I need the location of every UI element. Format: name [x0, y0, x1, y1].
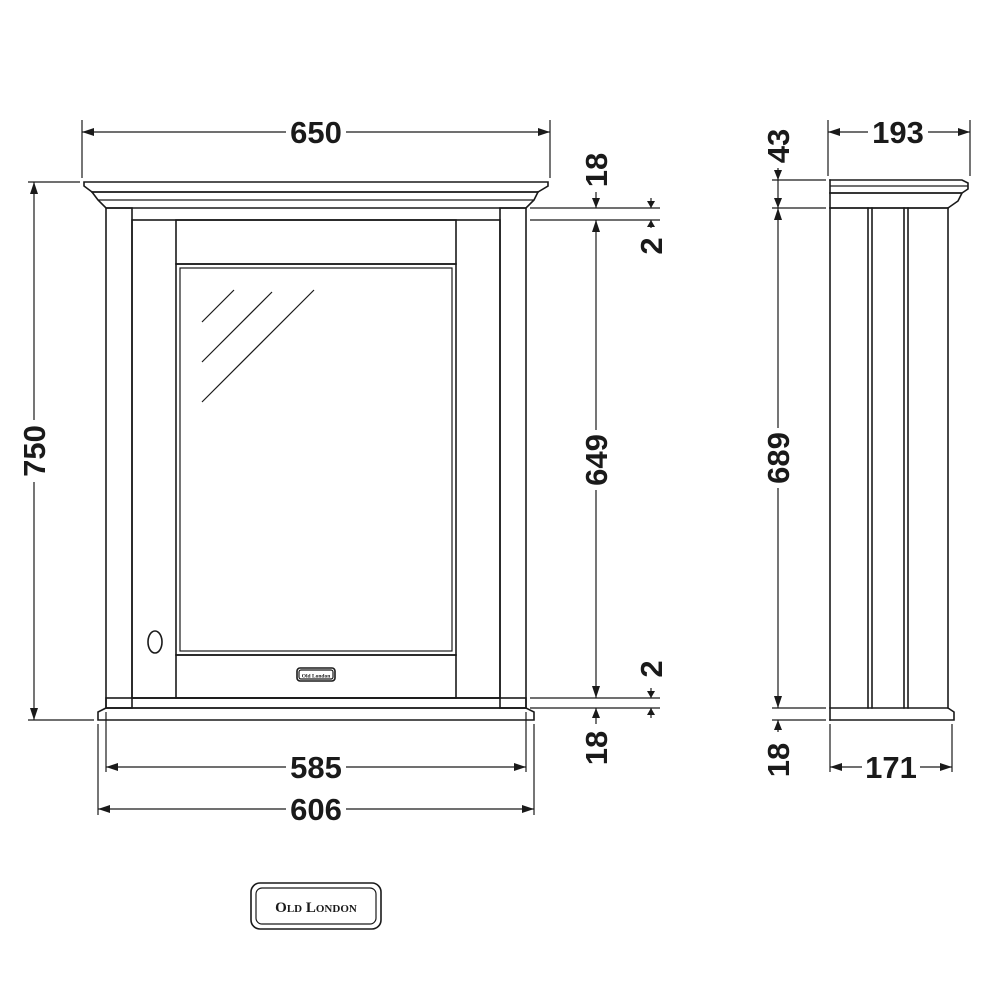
- front-left-pilaster: [105, 207, 133, 709]
- side-cornice: [829, 179, 969, 209]
- front-door: [131, 219, 501, 699]
- dim-front-body-width: 585: [290, 750, 342, 785]
- dim-side-body-depth: 171: [865, 750, 917, 785]
- mirror-glass: [201, 289, 315, 403]
- dim-cornice-height: 18: [579, 153, 614, 187]
- dim-side-plinth-height: 18: [761, 743, 796, 777]
- dim-side-body-height: 689: [761, 432, 796, 484]
- dim-plinth-height: 18: [579, 731, 614, 765]
- door-badge: Old London: [296, 667, 336, 682]
- front-view: Old London: [83, 181, 549, 721]
- extension-lines: [28, 120, 971, 815]
- side-view: [829, 179, 969, 721]
- dim-side-total-depth: 193: [872, 115, 924, 150]
- dim-front-plinth-width: 606: [290, 792, 342, 827]
- side-plinth: [829, 707, 955, 721]
- dim-side-cornice-height: 43: [761, 129, 796, 163]
- door-badge-text: Old London: [302, 674, 331, 680]
- door-knob: [147, 630, 163, 654]
- front-plinth: [97, 697, 535, 721]
- dimension-lines: [30, 128, 970, 813]
- old-london-logo: Old London: [250, 882, 382, 930]
- logo-text: Old London: [275, 900, 357, 916]
- side-body: [829, 179, 949, 721]
- dim-door-top-gap: 2: [634, 237, 669, 254]
- dim-front-total-width: 650: [290, 115, 342, 150]
- dim-door-height: 649: [579, 434, 614, 486]
- front-cornice: [83, 181, 549, 209]
- dim-door-bottom-gap: 2: [634, 660, 669, 677]
- front-right-pilaster: [499, 207, 527, 709]
- dim-front-total-height: 750: [17, 425, 52, 477]
